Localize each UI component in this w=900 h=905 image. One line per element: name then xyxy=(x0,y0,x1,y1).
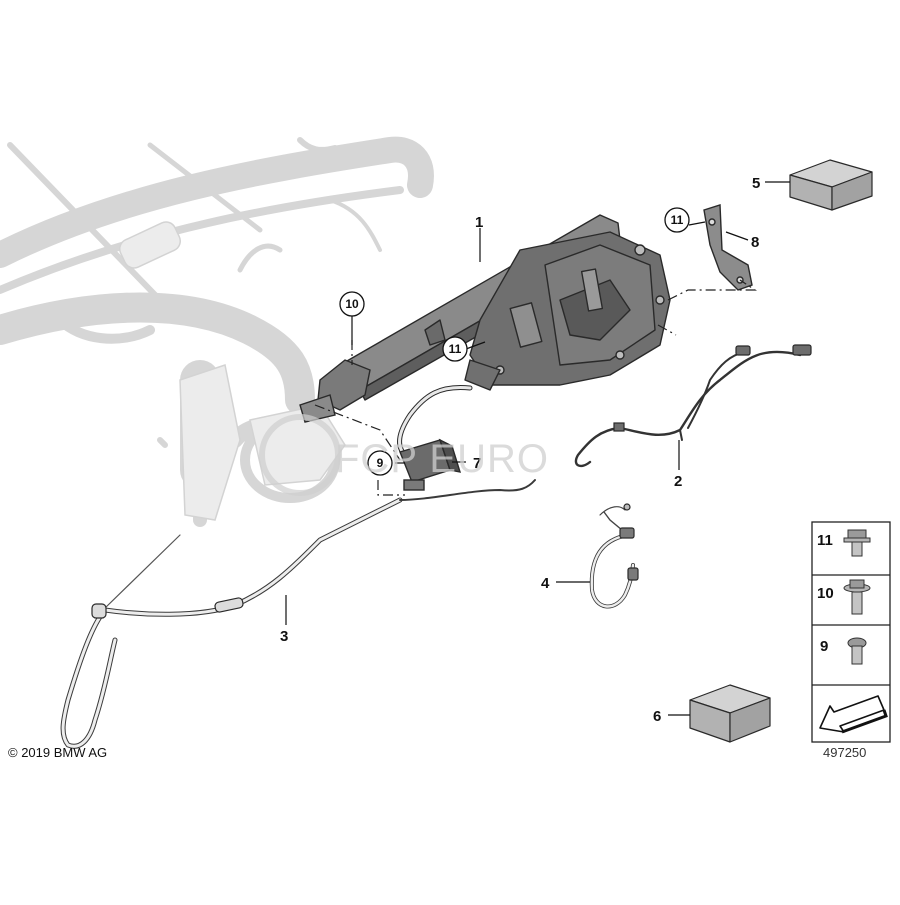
parts-box-5 xyxy=(789,159,873,211)
small-cable xyxy=(589,506,635,609)
callout-4: 4 xyxy=(541,575,550,592)
watermark: FCP EURO xyxy=(259,414,549,496)
parts-box-6 xyxy=(689,684,771,743)
callout-7: 7 xyxy=(473,455,481,472)
circled-11-upper: 11 xyxy=(671,213,684,227)
bowden-cable-short xyxy=(397,384,473,458)
legend-label-9: 9 xyxy=(820,638,828,655)
watermark-text: FCP EURO xyxy=(335,437,549,481)
callout-8: 8 xyxy=(751,234,759,251)
callout-labels: 1 5 8 7 2 3 4 6 xyxy=(280,175,760,725)
bracket-plate xyxy=(703,204,753,291)
ghost-frame-fill xyxy=(119,221,346,521)
circled-11-lower: 11 xyxy=(449,342,462,356)
fastener-legend: 11 10 9 xyxy=(811,521,891,743)
callout-3: 3 xyxy=(280,628,288,645)
callout-1: 1 xyxy=(475,214,483,231)
circled-9: 9 xyxy=(377,456,384,470)
circled-callouts: 10 11 11 9 xyxy=(339,207,690,476)
harness-connectors xyxy=(613,344,812,432)
direction-arrow-icon xyxy=(819,695,888,734)
cable-sleeve xyxy=(91,597,244,619)
callout-6: 6 xyxy=(653,708,661,725)
legend-label-10: 10 xyxy=(817,585,834,602)
small-cable-ends xyxy=(619,503,639,581)
release-cable-long xyxy=(60,479,536,749)
latch-bracket-assembly xyxy=(339,214,671,401)
screw-icon xyxy=(847,637,867,665)
flange-bolt-icon xyxy=(843,529,871,557)
leader-lines xyxy=(285,181,790,716)
callout-2: 2 xyxy=(674,473,682,490)
circled-10: 10 xyxy=(345,297,359,311)
callout-5: 5 xyxy=(752,175,760,192)
diagram-id: 497250 xyxy=(823,745,866,760)
wire-harness xyxy=(574,350,802,468)
actuator xyxy=(399,438,462,491)
legend-label-11: 11 xyxy=(817,532,833,549)
copyright-text: © 2019 BMW AG xyxy=(8,745,107,760)
washer-bolt-icon xyxy=(843,579,871,615)
